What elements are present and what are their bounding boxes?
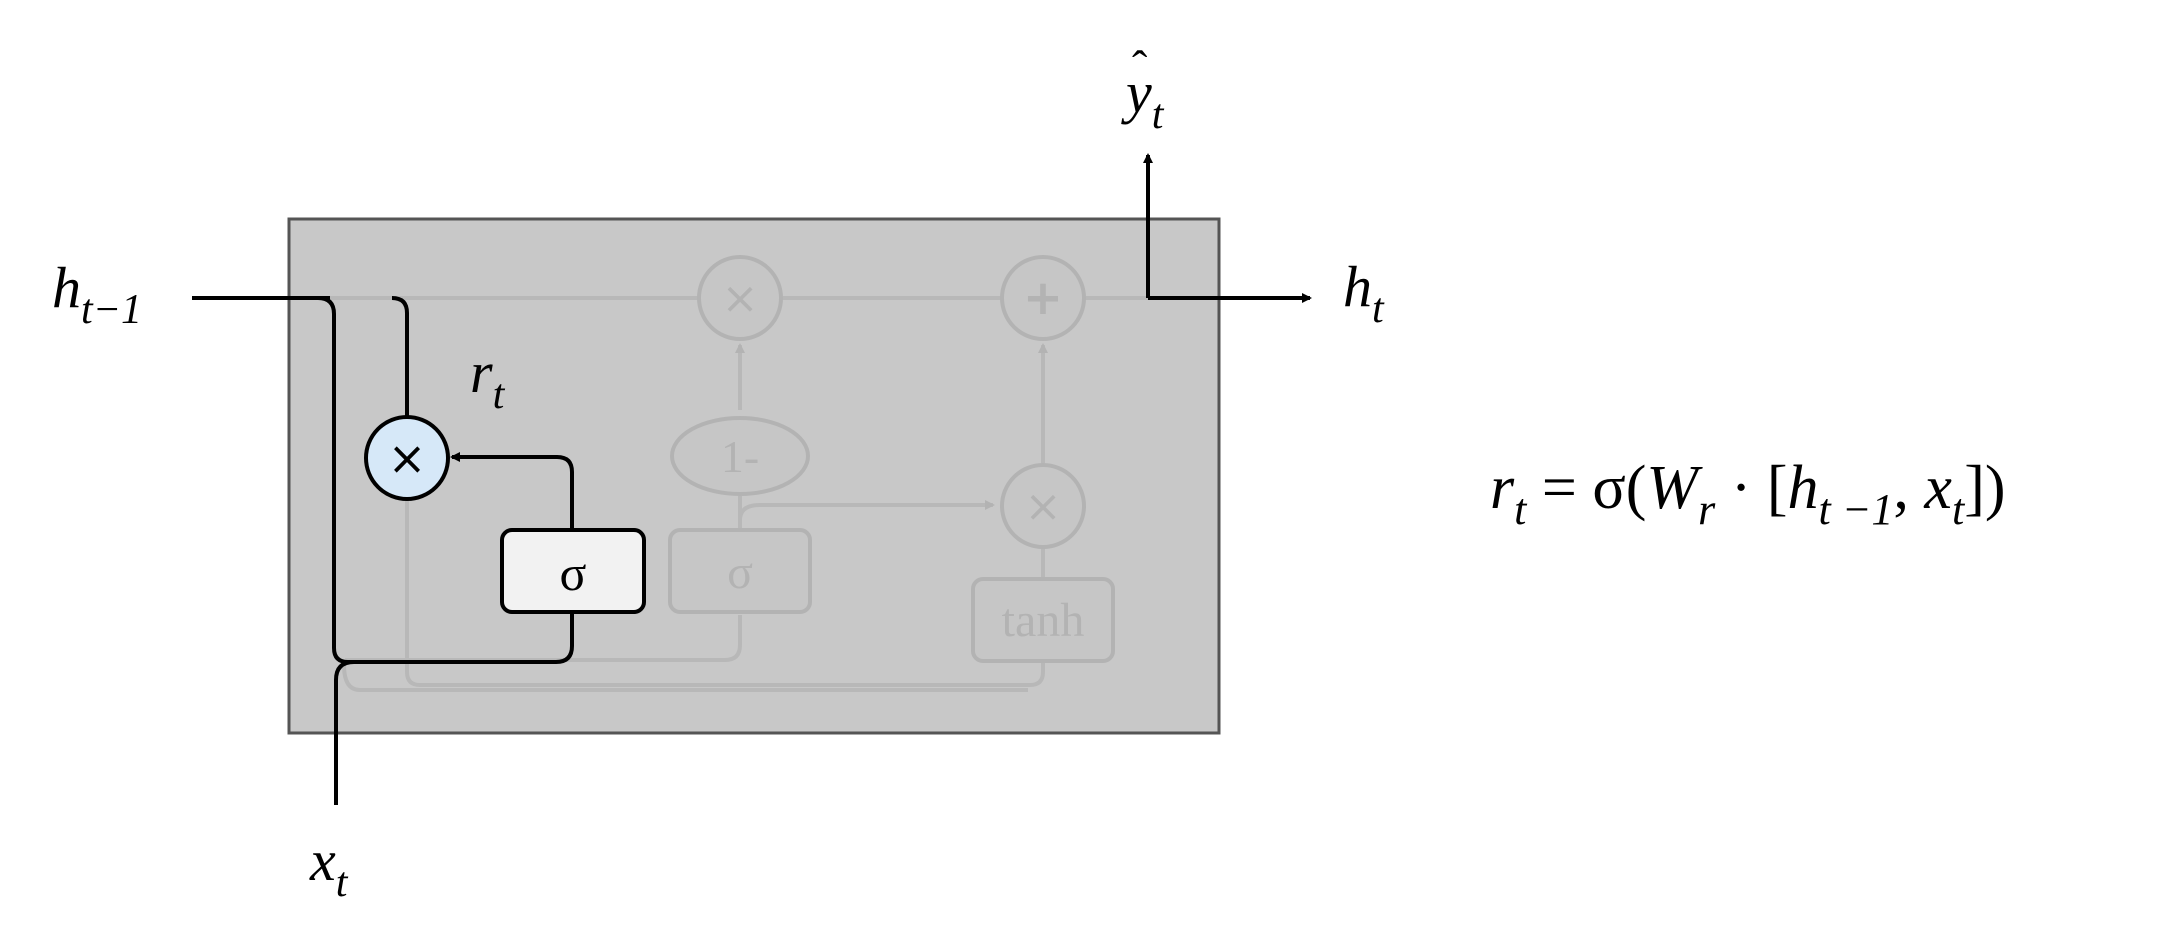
h-prev-label: ht−1 [52, 255, 142, 333]
one-minus-label: 1- [721, 431, 759, 482]
r-gate-label: rt [470, 340, 506, 418]
tanh-label: tanh [1002, 594, 1085, 647]
candidate-multiply-symbol: × [1025, 481, 1062, 532]
update-sigma-box [668, 528, 812, 614]
one-minus-node [670, 416, 810, 496]
update-sigma-label: σ [727, 546, 753, 599]
reset-gate-equation: rt = σ(Wr · [ht −1, xt]) [1490, 454, 2005, 534]
h-out-label: ht [1343, 254, 1385, 332]
update-multiply-node [697, 255, 783, 341]
tanh-box [971, 577, 1115, 663]
svg-text:yt: yt [1121, 60, 1165, 138]
add-symbol: + [1023, 270, 1063, 326]
svg-text:ˆ: ˆ [1132, 41, 1147, 92]
y-hat-label: yt ˆ [1121, 41, 1165, 138]
reset-sigma-label: σ [560, 545, 587, 601]
reset-multiply-symbol: × [388, 431, 427, 485]
add-node [1000, 255, 1086, 341]
update-multiply-symbol: × [722, 273, 759, 324]
reset-sigma-box [500, 528, 646, 614]
candidate-multiply-node [1000, 463, 1086, 549]
x-in-label: xt [309, 828, 349, 906]
reset-multiply-node [364, 415, 450, 501]
active-paths [192, 153, 1312, 805]
